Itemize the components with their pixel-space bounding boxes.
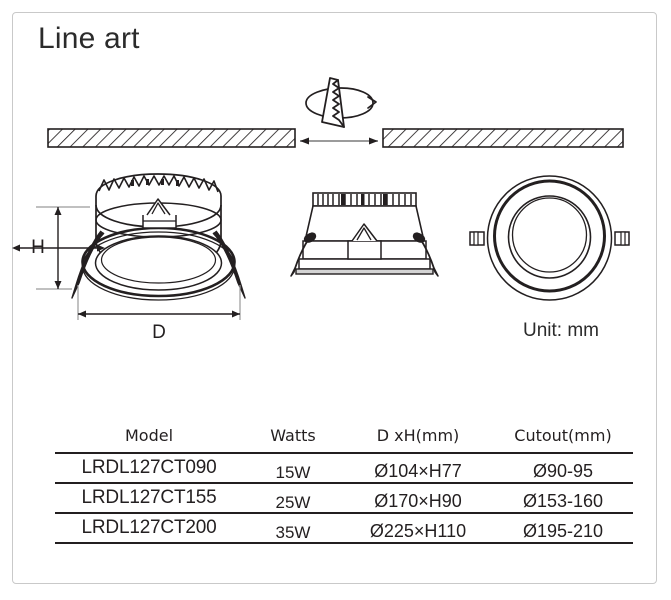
cell-cutout: Ø153-160 — [493, 486, 633, 517]
cell-dxh: Ø170×H90 — [343, 486, 493, 517]
cell-cutout: Ø195-210 — [493, 516, 633, 547]
table-row: LRDL127CT200 35W Ø225×H110 Ø195-210 — [55, 513, 633, 547]
cell-model: LRDL127CT155 — [55, 483, 243, 514]
column-header-cutout: Cutout(mm) — [514, 426, 612, 445]
cell-watts: 35W — [243, 516, 343, 547]
cell-model: LRDL127CT090 — [55, 453, 243, 484]
cell-dxh: Ø225×H110 — [343, 516, 493, 547]
column-header-model: Model — [124, 426, 174, 445]
specification-table: Model Watts D xH(mm) Cutout(mm) LRDL127C… — [55, 424, 633, 547]
table-row: LRDL127CT155 25W Ø170×H90 Ø153-160 — [55, 483, 633, 517]
cell-cutout: Ø90-95 — [493, 456, 633, 487]
cell-dxh: Ø104×H77 — [343, 456, 493, 487]
cell-watts: 15W — [243, 456, 343, 487]
cell-watts: 25W — [243, 486, 343, 517]
column-header-watts: Watts — [270, 426, 316, 445]
table-header-row: Model Watts D xH(mm) Cutout(mm) — [55, 424, 633, 453]
column-header-dxh: D xH(mm) — [376, 426, 460, 445]
table-row: LRDL127CT090 15W Ø104×H77 Ø90-95 — [55, 453, 633, 487]
unit-label: Unit: mm — [523, 320, 599, 341]
cell-model: LRDL127CT200 — [55, 513, 243, 544]
page-title: Line art — [38, 22, 140, 55]
